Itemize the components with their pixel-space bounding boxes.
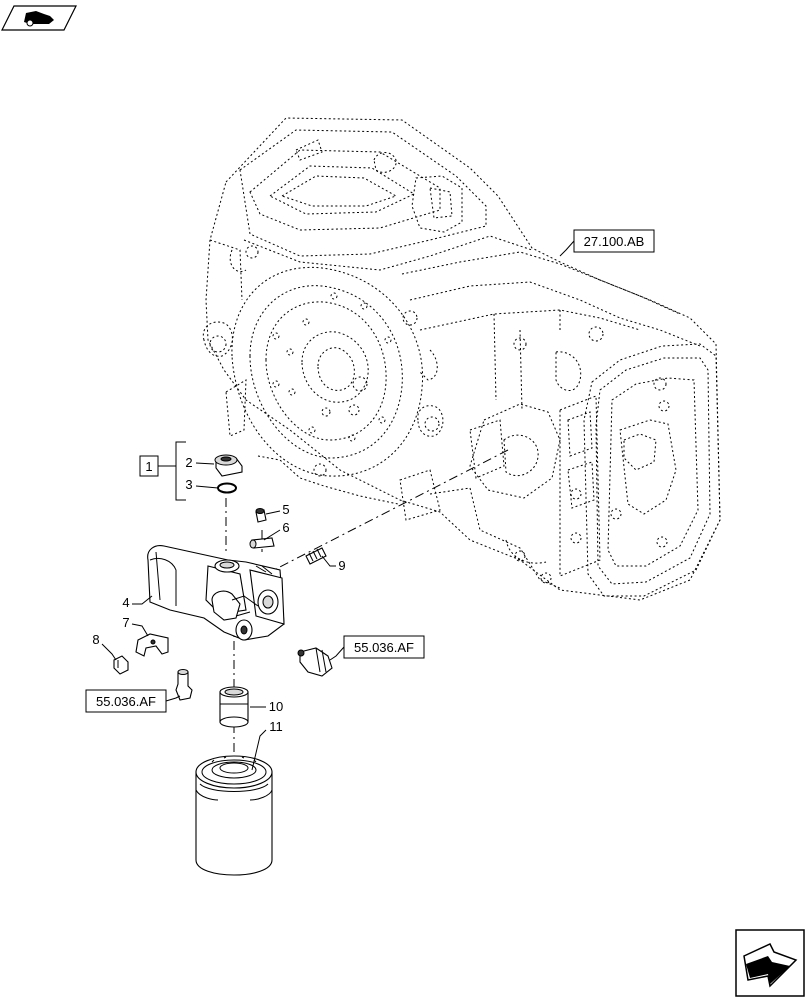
ref-sensor-right[interactable]: 55.036.AF bbox=[329, 635, 425, 661]
callout-10[interactable]: 10 bbox=[250, 699, 283, 714]
callout-7[interactable]: 7 bbox=[122, 615, 149, 637]
callout-4[interactable]: 4 bbox=[122, 595, 153, 610]
next-page-arrow-icon[interactable] bbox=[735, 929, 805, 997]
screw-part bbox=[255, 508, 267, 523]
ref-sensor-left[interactable]: 55.036.AF bbox=[85, 689, 181, 713]
svg-text:55.036.AF: 55.036.AF bbox=[354, 640, 414, 655]
svg-text:5: 5 bbox=[282, 502, 289, 517]
callout-5[interactable]: 5 bbox=[265, 502, 290, 517]
sensor-right-part bbox=[297, 647, 333, 677]
axis-line bbox=[269, 449, 509, 573]
tractor-nav-icon[interactable] bbox=[1, 5, 77, 31]
svg-text:4: 4 bbox=[122, 595, 129, 610]
svg-text:10: 10 bbox=[269, 699, 283, 714]
kit-label: 1 bbox=[145, 459, 152, 474]
svg-text:8: 8 bbox=[92, 632, 99, 647]
callout-3[interactable]: 3 bbox=[185, 477, 219, 492]
kit-bracket: 1 bbox=[139, 441, 186, 501]
ref-housing[interactable]: 27.100.AB bbox=[559, 229, 655, 257]
adapter-part bbox=[219, 686, 249, 728]
svg-text:2: 2 bbox=[185, 455, 192, 470]
filter-head-part bbox=[147, 545, 285, 641]
svg-text:27.100.AB: 27.100.AB bbox=[584, 234, 645, 249]
pin-part bbox=[249, 537, 275, 549]
o-ring-part bbox=[217, 482, 237, 494]
svg-text:7: 7 bbox=[122, 615, 129, 630]
bracket-part bbox=[135, 633, 169, 657]
svg-text:11: 11 bbox=[269, 719, 283, 734]
callout-8[interactable]: 8 bbox=[92, 632, 117, 661]
callout-9[interactable]: 9 bbox=[321, 555, 346, 573]
svg-text:55.036.AF: 55.036.AF bbox=[96, 694, 156, 709]
transmission-housing bbox=[202, 117, 721, 601]
nut-part bbox=[113, 655, 129, 675]
sensor-left-part bbox=[175, 669, 193, 701]
svg-text:9: 9 bbox=[338, 558, 345, 573]
plug-part bbox=[214, 454, 243, 477]
svg-text:6: 6 bbox=[282, 520, 289, 535]
callout-6[interactable]: 6 bbox=[263, 520, 290, 541]
callout-11[interactable]: 11 bbox=[251, 719, 283, 771]
filter-cartridge-part bbox=[195, 755, 273, 876]
svg-text:3: 3 bbox=[185, 477, 192, 492]
spring-part bbox=[305, 547, 327, 565]
callout-2[interactable]: 2 bbox=[185, 455, 215, 470]
